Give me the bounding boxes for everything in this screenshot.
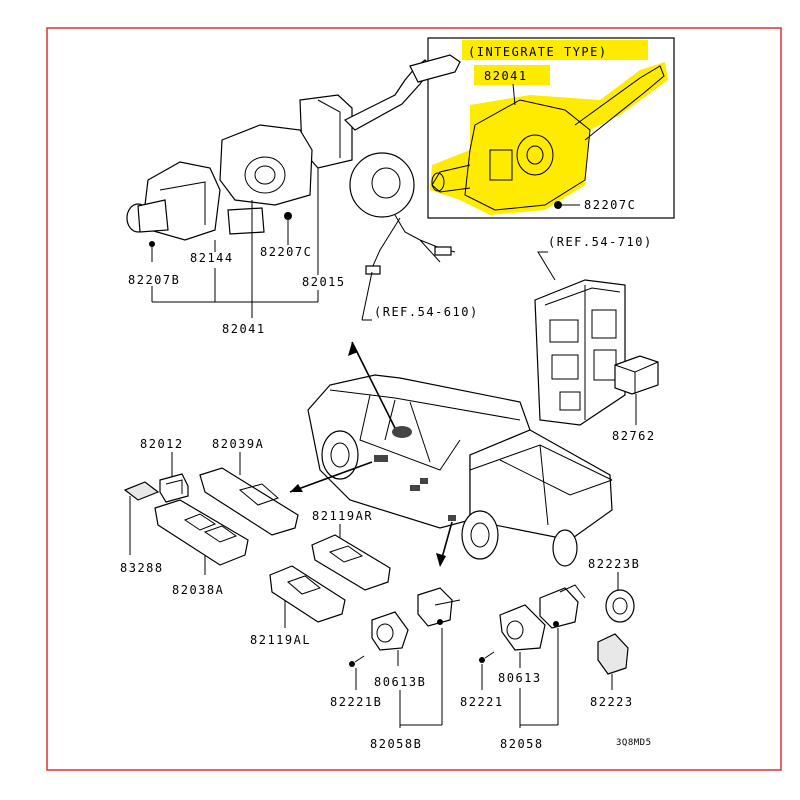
part-82058-label: 82058 [500, 737, 544, 751]
grommet-82223B [605, 589, 635, 623]
part-82041-top-label: 82041 [484, 69, 528, 83]
cap-82223 [597, 633, 629, 675]
combination-switch-group [126, 54, 461, 275]
door-switch-82058B [417, 587, 461, 627]
integrate-type-label: (INTEGRATE TYPE) [468, 45, 608, 59]
part-80613-label: 80613 [498, 671, 542, 685]
switch-82012 [159, 473, 189, 503]
pad-83288 [123, 481, 160, 501]
part-82221-label: 82221 [460, 695, 504, 709]
part-82039A-label: 82039A [212, 437, 264, 451]
part-82221B-label: 82221B [330, 695, 382, 709]
part-82223B-label: 82223B [588, 557, 640, 571]
part-83288-label: 83288 [120, 561, 164, 575]
part-82015-label: 82015 [302, 275, 346, 289]
door-switch-82058 [539, 584, 586, 629]
junction-block [534, 279, 626, 426]
part-82207C-label: 82207C [260, 245, 312, 259]
cover-80613 [499, 604, 546, 651]
part-82144-label: 82144 [190, 251, 234, 265]
part-82041-label: 82041 [222, 322, 266, 336]
part-82038A-label: 82038A [172, 583, 224, 597]
part-82207B-label: 82207B [128, 273, 180, 287]
drawing-code-label: 3Q8MD5 [616, 738, 652, 748]
part-80613B-label: 80613B [374, 675, 426, 689]
pointer-arrows [289, 341, 453, 567]
part-82058B-label: 82058B [370, 737, 422, 751]
cover-80613B [371, 611, 409, 651]
part-82762-label: 82762 [612, 429, 656, 443]
switch-82119AL [269, 565, 346, 623]
part-82223-label: 82223 [590, 695, 634, 709]
part-82012-label: 82012 [140, 437, 184, 451]
pickup-truck [307, 374, 613, 567]
part-82207C-right-label: 82207C [584, 198, 636, 212]
panel-82039A [199, 467, 299, 536]
part-82119AL-label: 82119AL [250, 633, 311, 647]
part-82119AR-label: 82119AR [312, 509, 373, 523]
ref-54-610-label: (REF.54-610) [374, 305, 479, 319]
ref-54-710-label: (REF.54-710) [548, 235, 653, 249]
frame-border [46, 27, 782, 771]
integrated-combination-switch [431, 65, 665, 211]
integrate-type-inset: (INTEGRATE TYPE) 82041 82207C [427, 37, 675, 219]
panel-82038A [154, 499, 249, 566]
switch-82119AR [311, 534, 391, 591]
relay-82762 [614, 355, 659, 395]
